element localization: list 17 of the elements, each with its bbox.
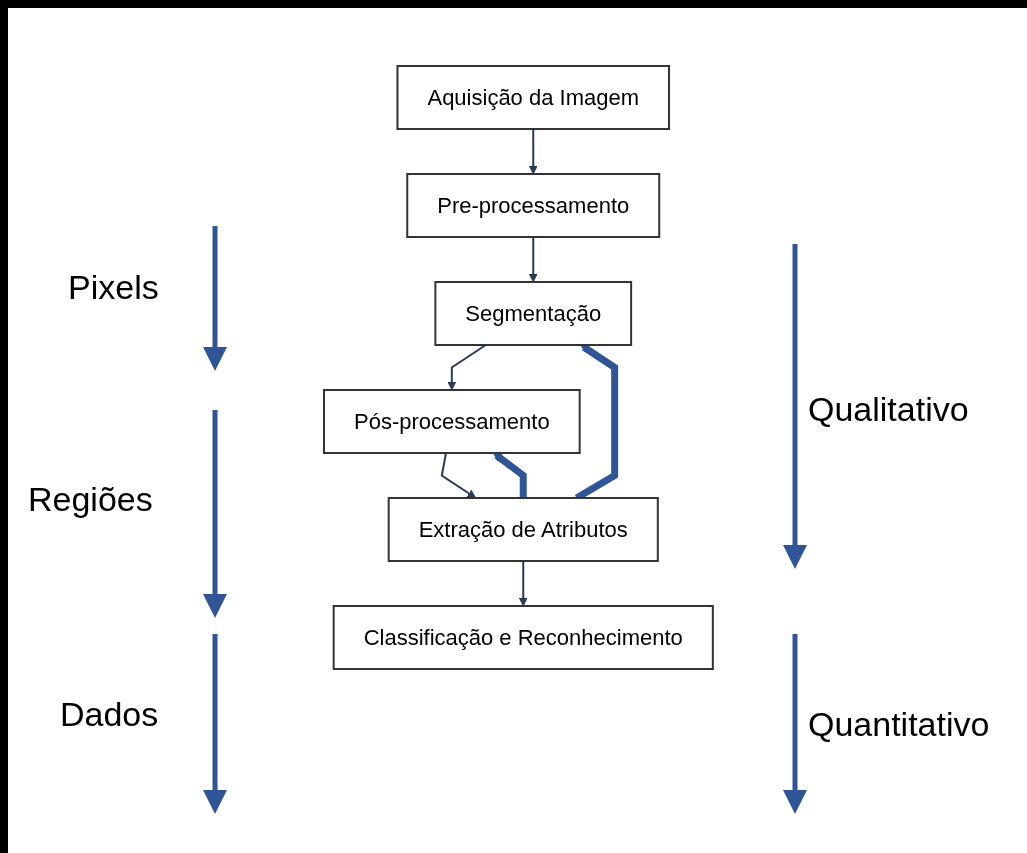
side-label: Quantitativo: [808, 705, 990, 744]
arrow: [528, 128, 538, 175]
node-box: Classificação e Reconhecimento: [332, 605, 714, 670]
node-box: Segmentação: [433, 281, 632, 346]
arrow: [447, 344, 487, 391]
arrow: [440, 452, 476, 499]
arrow: [528, 236, 538, 283]
side-label: Qualitativo: [808, 390, 969, 429]
node-box: Extração de Atributos: [387, 497, 659, 562]
node-box: Pós-processamento: [322, 389, 581, 454]
side-label: Pixels: [68, 268, 159, 307]
node-box: Aquisição da Imagem: [396, 65, 670, 130]
node-box: Pre-processamento: [405, 173, 660, 238]
arrow: [492, 452, 527, 498]
side-label: Regiões: [28, 480, 153, 519]
side-label: Dados: [60, 695, 159, 734]
arrow: [518, 560, 528, 607]
